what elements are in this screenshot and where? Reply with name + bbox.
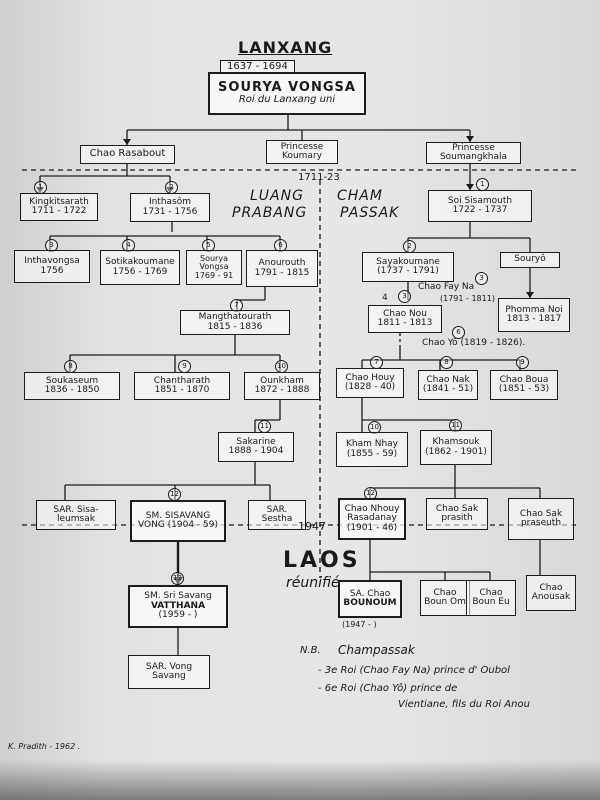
node-chao-boua: Chao Boua(1851 - 53) (490, 370, 558, 400)
title-lanxang: LANXANG (238, 38, 333, 57)
node-souryo: Souryô (500, 252, 560, 268)
split-date: 1711-23 (298, 172, 340, 183)
signature: K. Pradith - 1962 . (8, 742, 81, 751)
label-chao-fay-na-dates: (1791 - 1811) (440, 294, 495, 303)
node-sayakoumane: Sayakoumane(1737 - 1791) (362, 252, 454, 282)
node-chao-houy: Chao Houy(1828 - 40) (336, 368, 404, 398)
node-sisaleumsak: SAR. Sisa-leumsak (36, 500, 116, 530)
root-node-sourya-vongsa: SOURYA VONGSA Roi du Lanxang uni (208, 72, 366, 115)
number-circle: 8 (440, 356, 453, 369)
root-name: SOURYA VONGSA (218, 80, 356, 96)
node-khamsouk: Khamsouk(1862 - 1901) (420, 430, 492, 465)
note-head: N.B. (300, 645, 321, 656)
note-line-1: - 3e Roi (Chao Fay Na) prince d' Oubol (318, 665, 510, 676)
laos-title: LAOS (283, 548, 361, 573)
number-circle: 5 (202, 239, 215, 252)
laos-subtitle: réunifié (286, 575, 340, 591)
number-circle: 3 (475, 272, 488, 285)
number-circle: 6 (452, 326, 465, 339)
label-chao-yo: Chao Yô (1819 - 1826). (422, 338, 526, 348)
region-luang: LUANG (250, 188, 304, 204)
year-1947: 1947 (298, 520, 326, 533)
number-circle: 11 (449, 419, 462, 432)
number-circle: 9 (516, 356, 529, 369)
root-subtitle: Roi du Lanxang uni (238, 94, 336, 106)
page-shadow (0, 760, 600, 800)
number-circle: 3 (398, 290, 411, 303)
node-chao-nak: Chao Nak(1841 - 51) (418, 370, 478, 400)
boun-oum-dates: (1947 - ) (342, 620, 377, 629)
number-circle: 2 (165, 181, 178, 194)
region-cham: CHAM (337, 188, 383, 204)
node-sestha: SAR.Sestha (248, 500, 306, 530)
chao-nou-num: 4 (382, 293, 388, 303)
note-line-3: Vientiane, fils du Roi Anou (398, 699, 530, 710)
region-passak: PASSAK (340, 205, 400, 221)
note-line-2: - 6e Roi (Chao Yô) prince de (318, 683, 458, 694)
node-chao-rasabout: Chao Rasabout (80, 145, 175, 164)
note-title: Champassak (338, 643, 415, 657)
node-kham-nhay: Kham Nhay(1855 - 59) (336, 432, 408, 467)
region-prabang: PRABANG (232, 205, 308, 221)
number-circle: 13 (171, 572, 184, 585)
root-dates: 1637 - 1694 (220, 60, 295, 72)
label-chao-fay-na: Chao Fay Na (418, 282, 475, 292)
